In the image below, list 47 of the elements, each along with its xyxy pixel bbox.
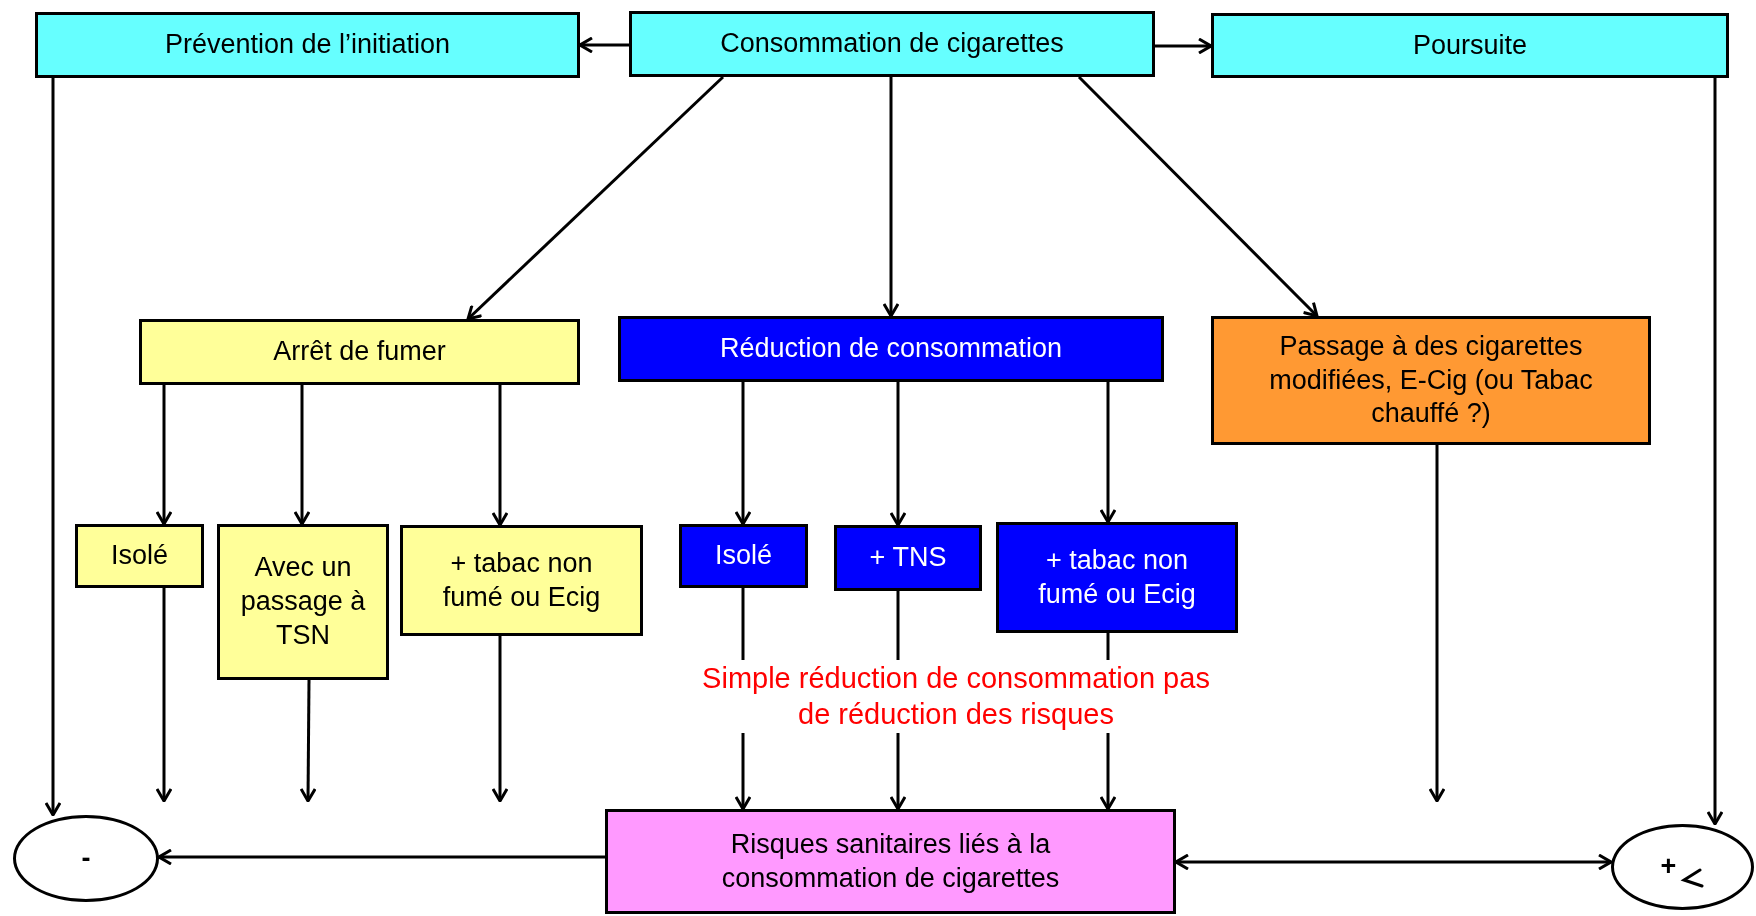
node-label: Consommation de cigarettes [720, 27, 1064, 61]
process-box [629, 11, 1155, 77]
arrow [1706, 78, 1724, 826]
node-label: Arrêt de fumer [273, 335, 446, 369]
arrow [466, 75, 725, 321]
arrow [155, 385, 173, 526]
process-box [1211, 316, 1651, 445]
process-box [996, 522, 1238, 633]
process-box [35, 12, 580, 78]
arrow [44, 78, 62, 817]
arrow [491, 385, 509, 527]
arrow [1428, 445, 1446, 803]
arrow [157, 848, 605, 866]
arrow [1155, 37, 1213, 55]
arrow [734, 382, 752, 526]
process-box [618, 316, 1164, 382]
arrow [491, 636, 509, 803]
process-box [75, 524, 204, 588]
process-box [139, 319, 580, 385]
arrow [578, 36, 629, 54]
arrow [1077, 75, 1319, 318]
arrow [1174, 853, 1613, 871]
node-label: + TNS [869, 541, 947, 575]
node-label: Poursuite [1412, 28, 1528, 62]
node-label: Réduction de consommation [719, 332, 1063, 366]
arrow [155, 588, 173, 803]
node-label: Isolé [110, 539, 168, 573]
node-label: Passage à des cigarettes modifiées, E-Cig (ou Tabac chauffé ?) [1268, 329, 1594, 431]
process-box [679, 524, 808, 588]
process-box [834, 525, 982, 591]
sign-label: + [1660, 850, 1677, 884]
node-label: Avec un passage à TSN [239, 551, 367, 652]
sign-label: - [81, 841, 91, 875]
process-box [217, 524, 389, 680]
arrow [889, 382, 907, 527]
arrow [882, 77, 900, 318]
node-label: Prévention de l’initiation [164, 28, 451, 62]
node-label: Isolé [714, 539, 772, 573]
node-label: + tabac non fumé ou Ecig [441, 546, 602, 614]
arrow [1099, 382, 1117, 524]
arrow [299, 680, 317, 803]
arrow [293, 385, 311, 526]
process-box [1211, 13, 1729, 78]
node-label: Risques sanitaires liés à la consommation de cigarettes [720, 827, 1061, 895]
process-box [400, 525, 643, 636]
process-box [605, 809, 1176, 914]
node-label: + tabac non fumé ou Ecig [1037, 543, 1197, 611]
